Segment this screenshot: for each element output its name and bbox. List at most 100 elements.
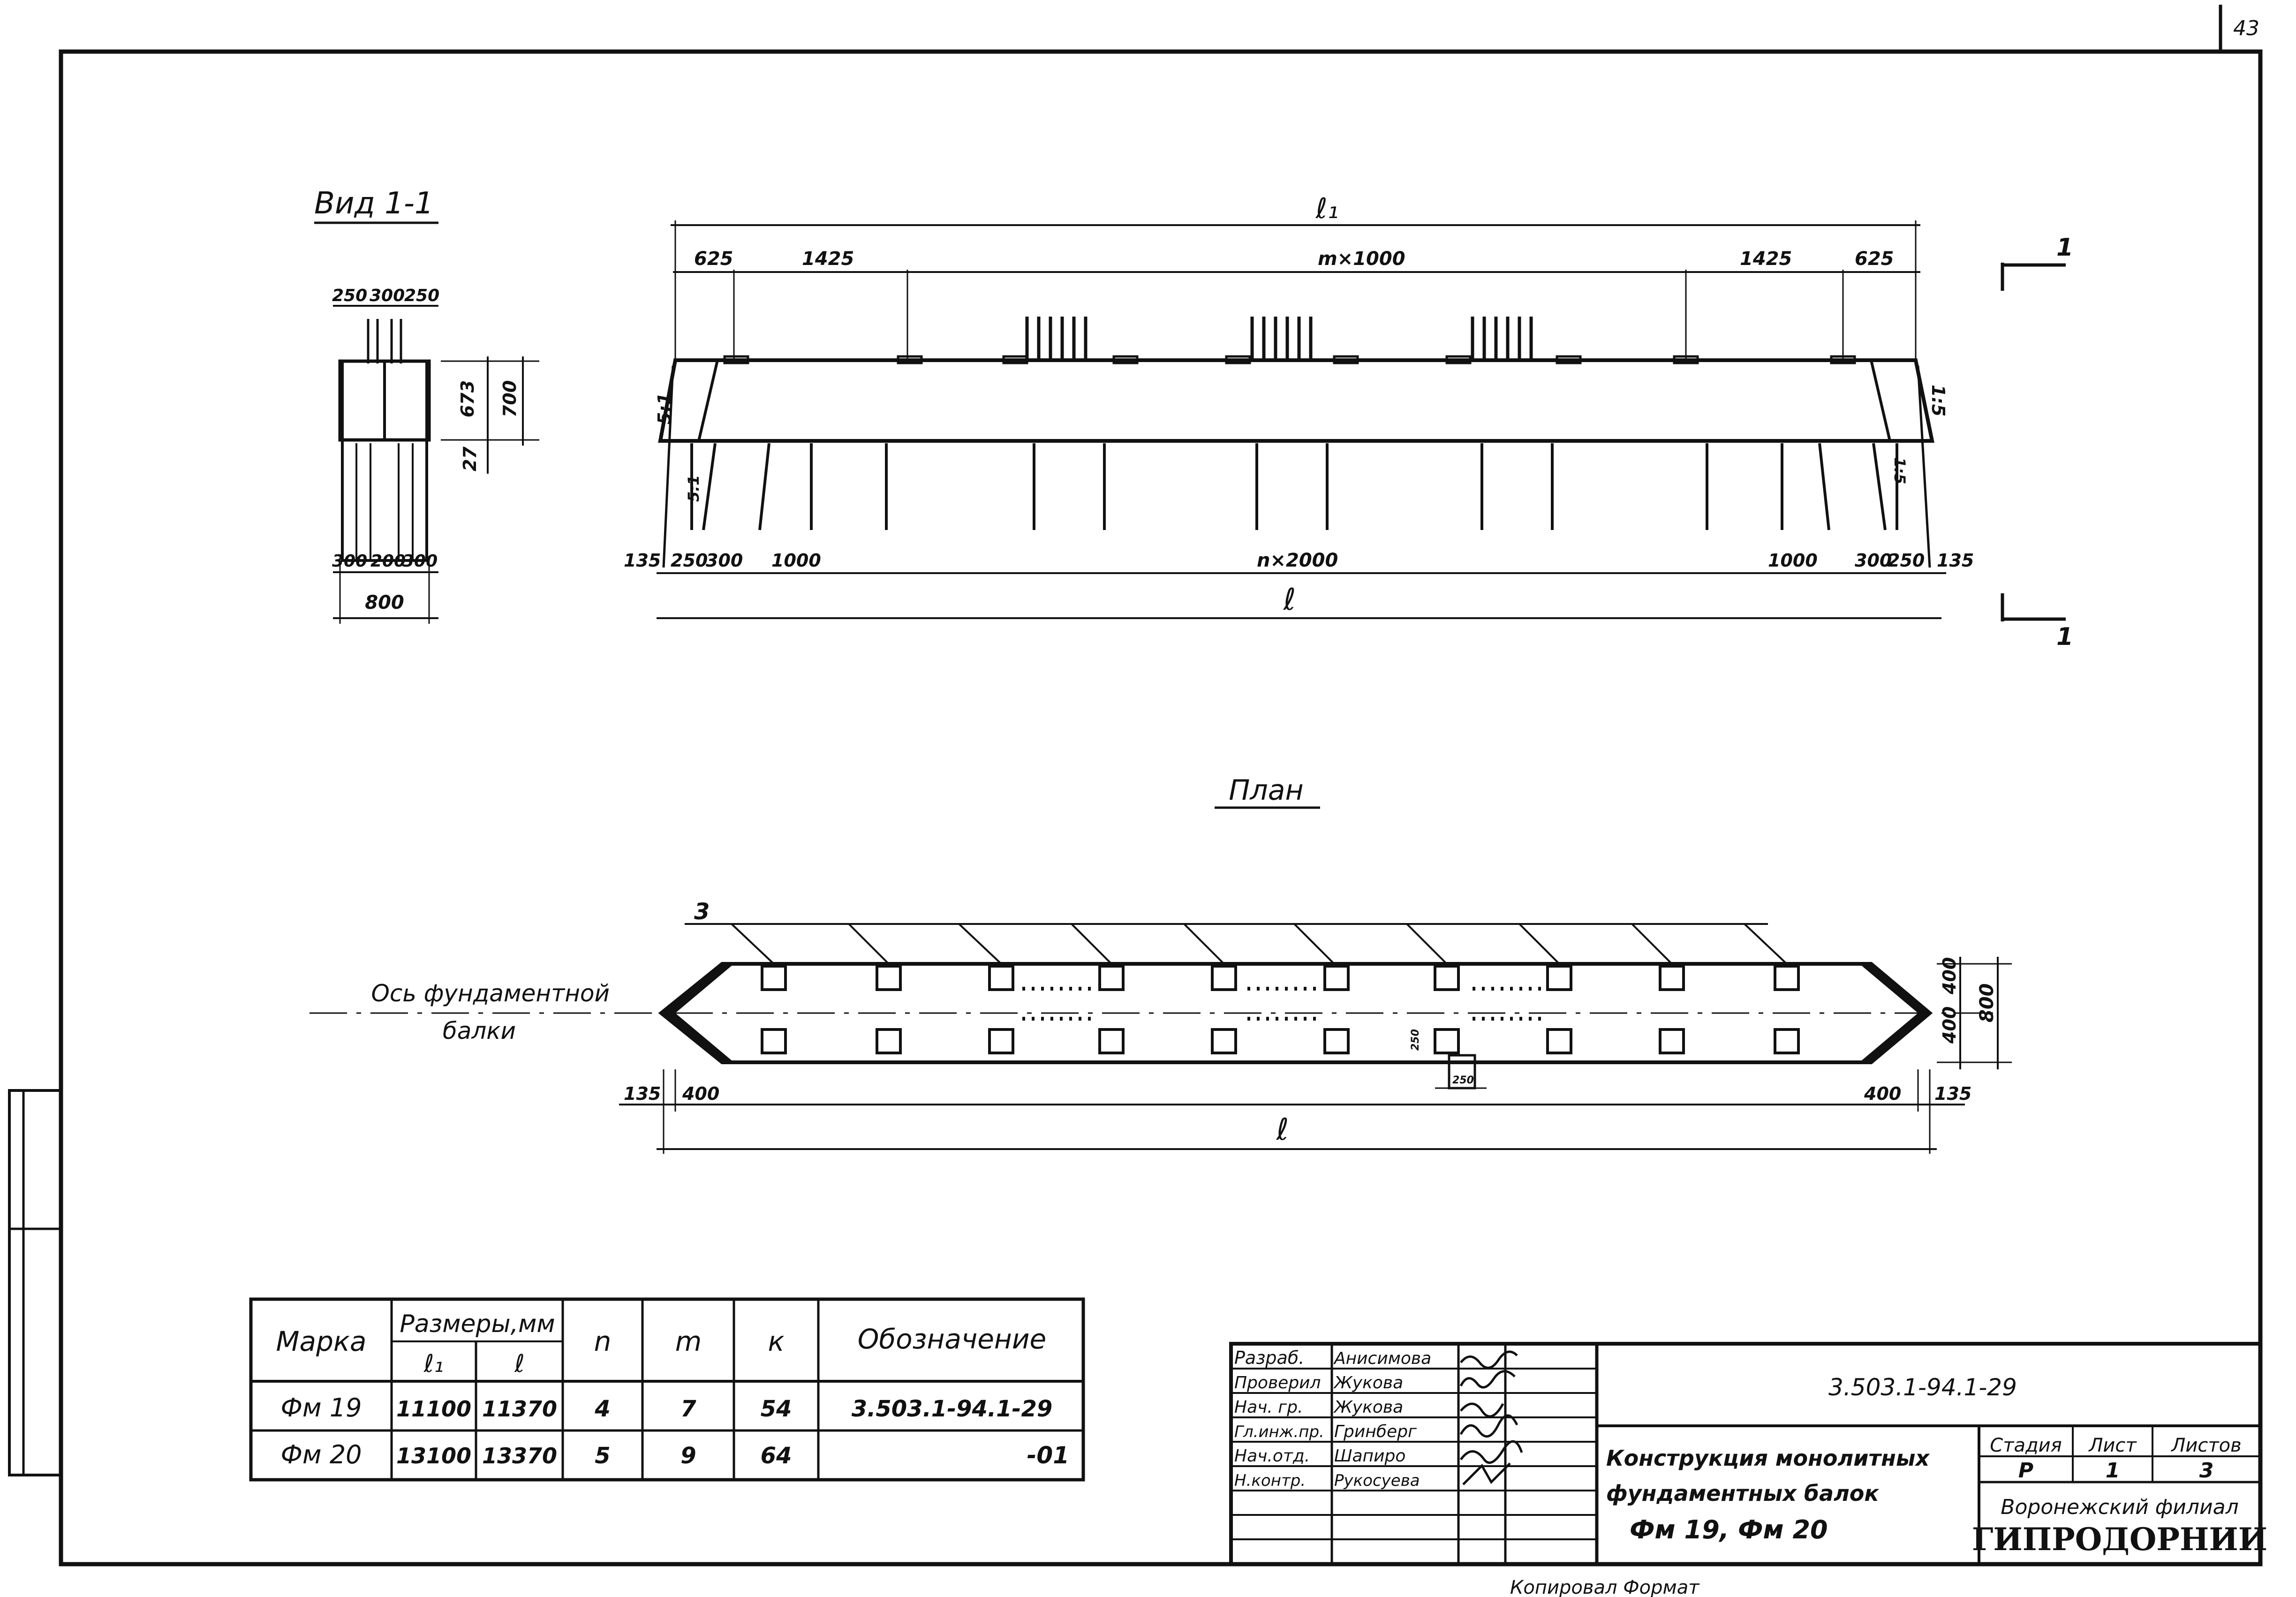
row1-n: 4 (594, 1396, 610, 1422)
role-5: Нач.отд. (1234, 1446, 1310, 1466)
section-bottom-dim-3: 300 (402, 552, 438, 571)
stage-header: Стадия (1990, 1435, 2062, 1456)
slope-left-upper: 5:1 (654, 393, 675, 424)
name-6: Рукосуева (1334, 1471, 1420, 1490)
section-top-dim-2: 300 (370, 286, 405, 305)
elevation-l-label: ℓ (1283, 583, 1296, 617)
col-sizes: Размеры,мм (400, 1310, 555, 1338)
elevation-top-dim-5: 625 (1855, 248, 1894, 270)
plan-bottom-dim-3: 400 (1864, 1083, 1901, 1104)
section-mark-top: 1 (2056, 234, 2073, 262)
section-dim-700: 700 (499, 380, 520, 417)
row2-l1: 13100 (396, 1443, 471, 1468)
row2-k: 64 (761, 1443, 792, 1469)
col-k: к (768, 1325, 784, 1357)
plan-l-label: ℓ (1276, 1113, 1289, 1147)
elevation-top-dim-2: 1425 (802, 248, 854, 270)
col-designation: Обозначение (858, 1323, 1046, 1355)
name-3: Жукова (1333, 1398, 1403, 1417)
section-mark-bottom: 1 (2056, 623, 2073, 651)
section-bottom-dim-1: 300 (332, 552, 367, 571)
elevation-top-dim-3: m×1000 (1318, 248, 1405, 270)
col-mark: Марка (276, 1325, 367, 1357)
slope-left-lower: 5:1 (685, 475, 702, 502)
col-l1: ℓ₁ (423, 1350, 444, 1378)
elevation-l1-label: ℓ₁ (1315, 192, 1339, 225)
elevation-bottom-dim-8: 250 (1888, 550, 1925, 571)
sheet-header: Лист (2088, 1435, 2137, 1456)
section-view-title: Вид 1-1 (314, 186, 434, 221)
elevation-bottom-dim-3: 300 (706, 550, 743, 571)
sheet-frame (8, 5, 2263, 1567)
name-5: Шапиро (1334, 1446, 1405, 1466)
elevation-bottom-dim-9: 135 (1937, 550, 1974, 571)
name-2: Жукова (1333, 1373, 1403, 1393)
spec-table: Марка Размеры,мм ℓ₁ ℓ n m к Обозначение … (249, 1297, 1085, 1482)
row2-m: 9 (680, 1443, 696, 1469)
sheets-value: 3 (2199, 1459, 2214, 1483)
section-view: Вид 1-1 250 300 250 673 700 27 300 200 3… (314, 186, 539, 624)
role-6: Н.контр. (1234, 1471, 1306, 1490)
name-1: Анисимова (1333, 1349, 1431, 1368)
section-dim-27: 27 (460, 447, 480, 471)
row1-l: 11370 (482, 1396, 557, 1422)
plan-view: План 3 Ось фундаментной балки (310, 774, 2012, 1154)
footer-note: Копировал Формат (1510, 1577, 1700, 1597)
role-4: Гл.инж.пр. (1234, 1423, 1324, 1441)
section-dim-673: 673 (457, 380, 478, 417)
doc-code: 3.503.1-94.1-29 (1828, 1374, 2017, 1401)
stage-value: Р (2018, 1459, 2033, 1483)
role-1: Разраб. (1234, 1347, 1304, 1368)
col-n: n (594, 1325, 612, 1357)
title-block: Разраб. Анисимова Проверил Жукова Нач. г… (1229, 1342, 2267, 1566)
elevation-bottom-dim-1: 135 (624, 550, 661, 571)
elevation-top-dim-4: 1425 (1740, 248, 1792, 270)
plate-dim-2: 250 (1410, 1029, 1421, 1051)
plan-right-chamfer (1859, 964, 1930, 1062)
plan-bottom-dim-2: 400 (682, 1083, 719, 1104)
row1-k: 54 (761, 1396, 792, 1422)
slope-right-upper: 1:5 (1928, 385, 1949, 416)
row2-n: 5 (595, 1443, 610, 1469)
sheet-value: 1 (2106, 1459, 2120, 1483)
org-line2: ГИПРОДОРНИИ (1972, 1521, 2267, 1558)
section-top-dim-3: 250 (404, 286, 439, 305)
section-width-dim: 800 (365, 592, 404, 613)
row1-m: 7 (680, 1396, 696, 1422)
page-number: 43 (2233, 16, 2259, 40)
sheets-header: Листов (2170, 1435, 2241, 1456)
row1-designation: 3.503.1-94.1-29 (852, 1396, 1053, 1422)
axis-label-line2: балки (443, 1017, 516, 1044)
row2-l: 13370 (482, 1443, 557, 1468)
role-3: Нач. гр. (1234, 1398, 1303, 1417)
row2-mark: Фм 20 (280, 1440, 362, 1469)
row1-mark: Фм 19 (280, 1393, 362, 1423)
signatures (1459, 1350, 1523, 1485)
plan-dim-400-top: 400 (1939, 957, 1960, 995)
row2-designation: -01 (1027, 1442, 1069, 1469)
elevation-top-dim-1: 625 (694, 248, 733, 270)
col-m: m (675, 1325, 702, 1357)
elevation-bottom-dim-4: 1000 (771, 550, 821, 571)
role-2: Проверил (1234, 1373, 1321, 1393)
plan-callout: 3 (694, 899, 710, 925)
elevation-view: ℓ₁ 625 1425 m×1000 1425 625 5:1 1:5 5:1 … (624, 192, 2073, 651)
row1-l1: 11100 (396, 1396, 471, 1422)
axis-label-line1: Ось фундаментной (371, 980, 610, 1007)
slope-right-lower: 1:5 (1891, 457, 1909, 484)
plan-bottom-dim-4: 135 (1934, 1083, 1971, 1104)
section-top-dim-1: 250 (332, 286, 367, 305)
doc-name-line3: Фм 19, Фм 20 (1630, 1515, 1828, 1544)
elevation-bottom-dim-2: 250 (671, 550, 708, 571)
col-l: ℓ (514, 1350, 524, 1378)
section-bottom-dim-2: 200 (370, 552, 406, 571)
plan-title: План (1229, 774, 1303, 807)
org-line1: Воронежский филиал (2001, 1495, 2238, 1519)
name-4: Гринберг (1334, 1422, 1417, 1441)
doc-name-line2: фундаментных балок (1606, 1481, 1880, 1506)
plate-dim-1: 250 (1452, 1075, 1474, 1086)
doc-name-line1: Конструкция монолитных (1606, 1446, 1930, 1471)
plan-bottom-dim-1: 135 (624, 1083, 661, 1104)
elevation-bottom-dim-5: n×2000 (1257, 550, 1338, 571)
